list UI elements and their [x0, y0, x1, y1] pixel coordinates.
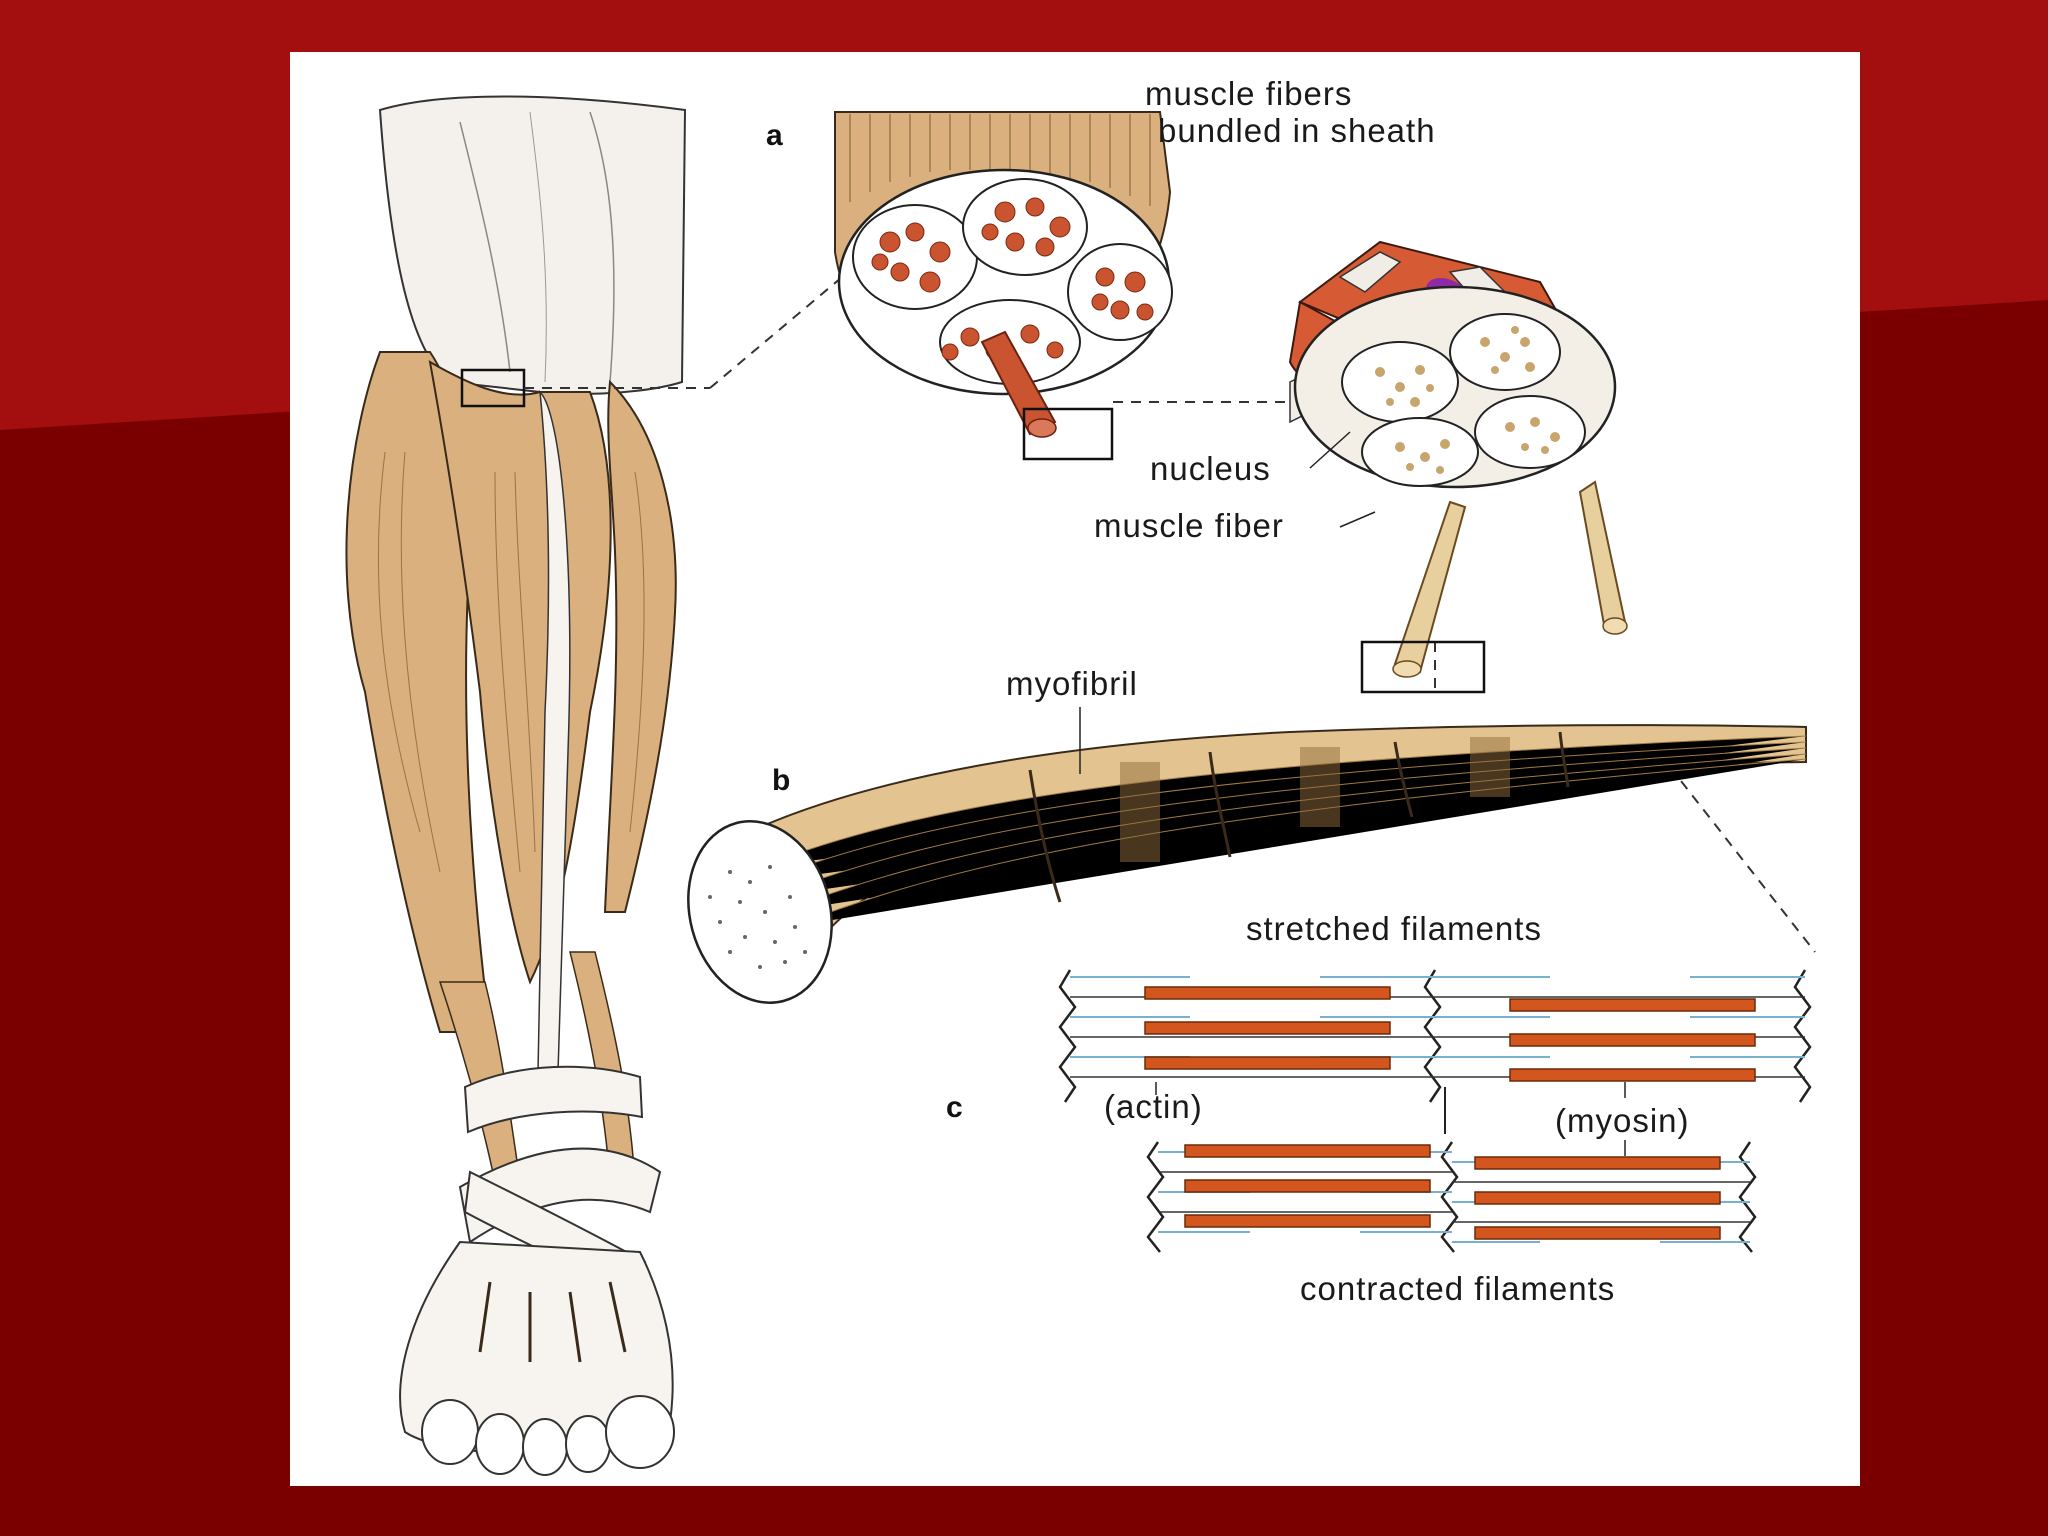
section-label-b: b — [772, 764, 790, 797]
label-muscle-fibers: muscle fibers — [1145, 75, 1352, 112]
section-label-c: c — [946, 1091, 963, 1124]
label-bundled-in-sheath: bundled in sheath — [1158, 112, 1436, 149]
label-myosin: (myosin) — [1555, 1102, 1690, 1139]
section-label-a: a — [766, 119, 783, 152]
leg-illustration — [345, 95, 687, 1476]
label-myofibril: myofibril — [1006, 665, 1138, 702]
fiber-zoom-box — [1360, 640, 1486, 694]
myofibril-shape — [687, 724, 1807, 1004]
label-contracted-filaments: contracted filaments — [1300, 1270, 1615, 1307]
muscle-structure-diagram: a mus — [345, 75, 1816, 1476]
label-nucleus: nucleus — [1150, 450, 1271, 487]
muscle-fiber-block — [1288, 240, 1628, 694]
stretched-filaments — [1058, 969, 1812, 1103]
contracted-filaments — [1146, 1141, 1757, 1253]
bundle-zoom-box — [1022, 407, 1114, 461]
label-actin: (actin) — [1104, 1088, 1203, 1125]
label-stretched-filaments: stretched filaments — [1246, 910, 1542, 947]
connector-lines — [524, 261, 1816, 953]
label-muscle-fiber: muscle fiber — [1094, 507, 1284, 544]
diagram-panel: a mus — [290, 52, 1860, 1486]
muscle-bundle — [834, 111, 1173, 461]
